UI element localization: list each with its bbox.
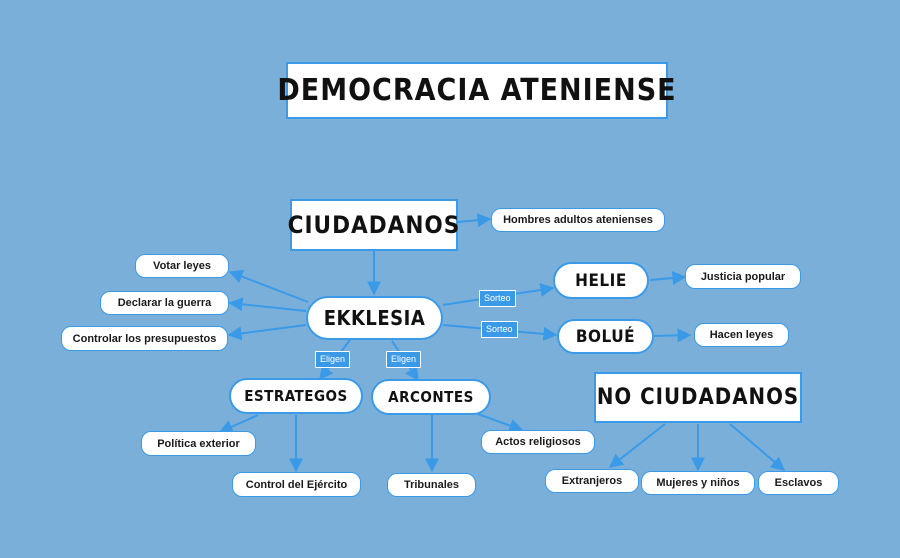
- leaf-extranjeros: Extranjeros: [545, 469, 639, 493]
- link-arcontes-actos: [477, 413, 524, 433]
- leaf-hacen-leyes: Hacen leyes: [694, 323, 789, 347]
- node-estrategos: ESTRATEGOS: [229, 378, 363, 414]
- tag-sorteo-bolue: Sorteo: [481, 321, 518, 338]
- tag-eligen-arcontes: Eligen: [386, 351, 422, 368]
- leaf-control-ejercito: Control del Ejército: [232, 472, 361, 497]
- node-ciudadanos: CIUDADANOS: [288, 199, 459, 251]
- tag-sorteo-helie: Sorteo: [479, 290, 516, 307]
- node-no-ciudadanos: NO CIUDADANOS: [594, 372, 802, 423]
- link-helie-justicia: [649, 271, 687, 286]
- link-ekklesia-controlar: [227, 324, 307, 341]
- node-helie: HELIE: [553, 262, 649, 299]
- page-title: DEMOCRACIA ATENIENSE: [277, 62, 676, 119]
- leaf-controlar-presupuestos: Controlar los presupuestos: [61, 326, 228, 351]
- node-bolue: BOLUÉ: [557, 319, 654, 354]
- link-ekklesia-votar: [228, 269, 309, 303]
- leaf-votar-leyes: Votar leyes: [135, 254, 229, 278]
- leaf-justicia-popular: Justicia popular: [685, 264, 801, 289]
- leaf-actos-religiosos: Actos religiosos: [481, 430, 595, 454]
- node-ekklesia: EKKLESIA: [306, 296, 443, 340]
- node-arcontes: ARCONTES: [371, 379, 491, 415]
- link-bolue-hacen: [653, 328, 692, 343]
- leaf-politica-exterior: Política exterior: [141, 431, 256, 456]
- tag-eligen-estrategos: Eligen: [315, 351, 351, 368]
- link-estrategos-politica: [218, 414, 259, 434]
- leaf-esclavos: Esclavos: [758, 471, 839, 495]
- link-noc-extranjeros: [608, 423, 666, 468]
- leaf-tribunales: Tribunales: [387, 473, 476, 497]
- link-ciudadanos-hombres: [457, 213, 492, 228]
- leaf-hombres-adultos: Hombres adultos atenienses: [491, 208, 665, 232]
- leaf-declarar-guerra: Declarar la guerra: [100, 291, 229, 315]
- link-noc-esclavos: [729, 423, 786, 471]
- link-ekklesia-declarar: [228, 297, 307, 312]
- leaf-mujeres-ninos: Mujeres y niños: [641, 471, 755, 495]
